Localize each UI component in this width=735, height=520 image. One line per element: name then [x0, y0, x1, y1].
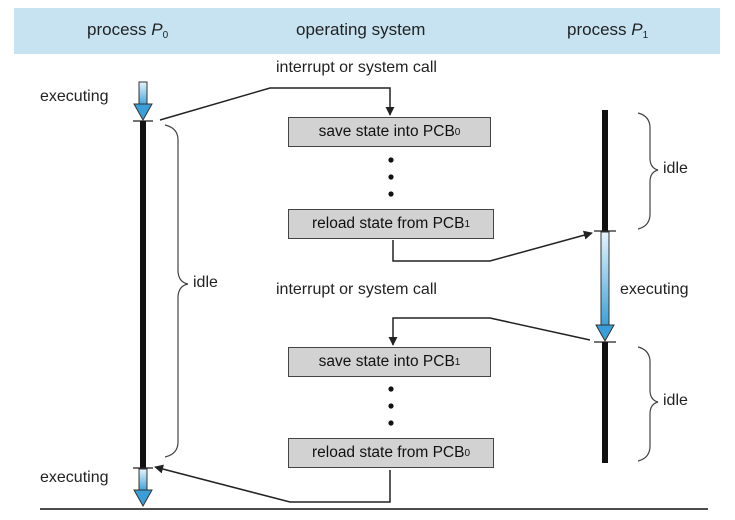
p1-idle-bar-top [602, 110, 608, 231]
label-interrupt-mid: interrupt or system call [276, 281, 437, 298]
interrupt-arrow-p1-to-os [388, 317, 591, 346]
p0-idle-brace [164, 124, 189, 458]
label-p0-idle: idle [193, 274, 218, 291]
header-operating-system: operating system [296, 20, 426, 39]
ellipsis-dot [388, 157, 394, 163]
ellipsis-dot [388, 174, 394, 180]
ellipsis-dot [388, 403, 394, 409]
label-p1-idle-bottom: idle [663, 392, 688, 409]
header-band [14, 8, 720, 54]
p0-idle-bar [140, 121, 146, 468]
ellipsis-dot [388, 420, 394, 426]
interrupt-arrow-p0-to-os [159, 87, 395, 121]
p1-idle-bar-bottom [602, 342, 608, 463]
label-p0-executing-bottom: executing [40, 469, 109, 486]
reload-arrow-os-to-p0 [154, 464, 391, 503]
label-p1-idle-top: idle [663, 160, 688, 177]
p1-exec-arrow [595, 231, 615, 343]
header-process-p0: process P0 [87, 20, 169, 41]
header-process-p1: process P1 [567, 20, 649, 41]
ellipsis-dot [388, 191, 394, 197]
reload-arrow-os-to-p1 [392, 230, 593, 262]
p0-exec-arrow-top [133, 81, 153, 122]
label-p1-executing: executing [620, 281, 689, 298]
label-p0-executing-top: executing [40, 88, 109, 105]
ellipsis-dot [388, 386, 394, 392]
label-interrupt-top: interrupt or system call [276, 59, 437, 76]
p1-idle-brace-bottom [637, 346, 659, 462]
p0-exec-arrow-bottom [133, 468, 153, 508]
p1-idle-brace-top [637, 112, 659, 230]
